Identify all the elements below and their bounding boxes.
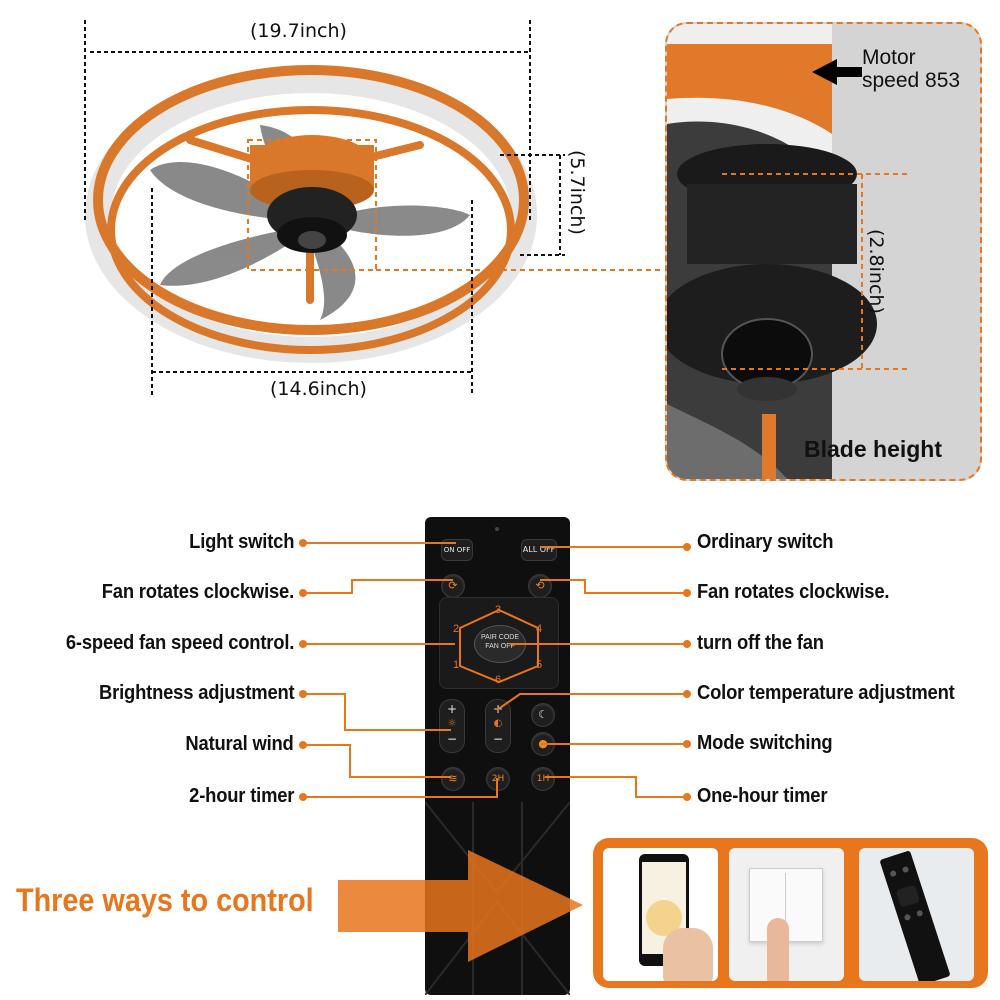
on-off-label: ON OFF: [443, 546, 471, 554]
hand-icon: [663, 928, 713, 981]
dimension-lines: [84, 20, 565, 395]
callout-one-hour-timer: One-hour timer: [697, 785, 828, 807]
pair-code-label: PAIR CODE: [481, 634, 519, 641]
remote-tile: [859, 848, 974, 981]
callout-light-switch: Light switch: [188, 531, 294, 553]
callout-natural-wind: Natural wind: [185, 733, 294, 755]
one-hour-timer-button[interactable]: 1H: [531, 767, 555, 791]
small-remote-icon: [879, 850, 951, 981]
wind-icon: ≋: [448, 772, 458, 785]
rotate-icon: ⟲: [535, 579, 545, 592]
blade-height-dimension-label: (2.8inch): [865, 229, 887, 314]
speed-3[interactable]: 3: [495, 604, 502, 616]
fan-clockwise-left-button[interactable]: ⟳: [441, 574, 465, 598]
speed-hexagon: [459, 608, 539, 684]
fan-outer-ring: [85, 65, 537, 363]
orange-guides: [247, 139, 660, 271]
remote-ir-dot: [495, 527, 499, 531]
brightness-plus: +: [446, 702, 458, 716]
inner-span-label: (14.6inch): [270, 378, 367, 400]
banner-arrow-icon: [338, 850, 583, 962]
callout-two-hour-timer: 2-hour timer: [188, 785, 294, 807]
light-on-off-button[interactable]: ON OFF: [441, 539, 473, 561]
overall-diameter-label: (19.7inch): [250, 20, 347, 42]
callout-color-temperature: Color temperature adjustment: [697, 682, 955, 704]
fan-product-drawing: [84, 20, 660, 395]
callout-fan-clockwise-left: Fan rotates clockwise.: [101, 581, 294, 603]
night-light-button[interactable]: ☾: [531, 703, 555, 727]
blade-height-inset: Motor speed 853 (2.8inch) Blade height: [665, 22, 982, 481]
three-ways-banner: Three ways to control: [16, 882, 314, 918]
fan-off-label: FAN OFF: [485, 643, 515, 650]
callout-turn-off-fan: turn off the fan: [697, 632, 824, 654]
speed-1[interactable]: 1: [453, 659, 460, 671]
motor-arrow-icon: [812, 59, 862, 85]
callout-ordinary-switch: Ordinary switch: [697, 531, 834, 553]
rotate-icon: ⟳: [448, 579, 458, 592]
fan-clockwise-right-button[interactable]: ⟲: [528, 574, 552, 598]
color-temp-icon: ◐: [493, 718, 503, 729]
brightness-sun-icon: ☼: [447, 718, 457, 729]
callout-six-speed: 6-speed fan speed control.: [65, 632, 295, 654]
all-off-button[interactable]: ALL OFF: [521, 539, 557, 561]
callout-mode-switching: Mode switching: [697, 732, 833, 754]
moon-icon: ☾: [538, 708, 548, 721]
blade-height-label: Blade height: [804, 436, 943, 462]
speed-6[interactable]: 6: [495, 674, 502, 686]
one-hour-label: 1H: [536, 774, 550, 784]
brightness-rocker[interactable]: + ☼ −: [439, 699, 465, 753]
speed-2[interactable]: 2: [453, 623, 460, 635]
callout-fan-clockwise-right: Fan rotates clockwise.: [697, 581, 890, 603]
all-off-label: ALL OFF: [522, 545, 556, 554]
inset-fan-closeup: [667, 24, 907, 479]
wall-switch-tile: [729, 848, 844, 981]
control-methods-panel: [593, 838, 988, 988]
motor-speed-label: Motor speed 853: [862, 46, 961, 92]
fan-motor-housing: [250, 135, 374, 253]
callout-brightness: Brightness adjustment: [98, 682, 295, 704]
color-temp-minus: −: [492, 732, 504, 746]
speed-5[interactable]: 5: [536, 659, 543, 671]
app-control-tile: [603, 848, 718, 981]
natural-wind-button[interactable]: ≋: [441, 767, 465, 791]
speed-4[interactable]: 4: [536, 623, 543, 635]
body-height-label: (5.7inch): [566, 150, 588, 235]
finger-icon: [767, 918, 789, 981]
brightness-minus: −: [446, 732, 458, 746]
